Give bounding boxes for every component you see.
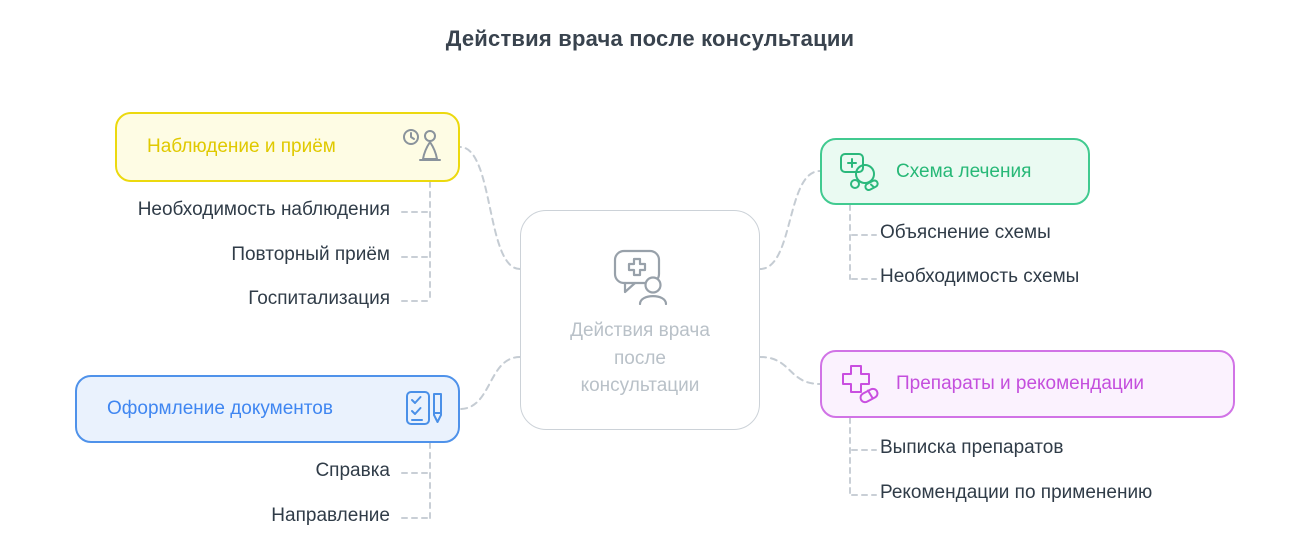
branch-treatment-label: Схема лечения	[896, 160, 1032, 182]
central-node[interactable]: Действия врача после консультации	[520, 210, 760, 430]
connector-center-medications	[759, 356, 821, 385]
checklist-pen-icon	[404, 389, 446, 429]
branch-documents-label: Оформление документов	[107, 398, 333, 419]
medical-cross-pill-icon	[838, 363, 882, 405]
child-hospitalization[interactable]: Госпитализация	[248, 288, 390, 309]
child-prescription-issue[interactable]: Выписка препаратов	[880, 437, 1064, 458]
branch-observation-label: Наблюдение и приём	[147, 136, 336, 157]
branch-observation[interactable]: Наблюдение и приём	[115, 112, 460, 182]
child-observation-need[interactable]: Необходимость наблюдения	[137, 199, 390, 220]
connector-center-treatment	[759, 170, 821, 270]
central-node-label: Действия врача после консультации	[570, 320, 710, 397]
clock-person-icon	[400, 127, 446, 167]
child-usage-recommendations[interactable]: Рекомендации по применению	[880, 482, 1153, 503]
connector-center-documents	[459, 356, 521, 410]
child-referral[interactable]: Направление	[271, 505, 390, 526]
branch-documents[interactable]: Оформление документов	[75, 375, 460, 443]
child-scheme-explanation[interactable]: Объяснение схемы	[880, 222, 1051, 243]
child-scheme-need[interactable]: Необходимость схемы	[880, 266, 1080, 287]
diagram-title: Действия врача после консультации	[445, 26, 855, 51]
branch-medications[interactable]: Препараты и рекомендации	[820, 350, 1235, 418]
branch-treatment[interactable]: Схема лечения	[820, 138, 1090, 205]
child-repeat-appointment[interactable]: Повторный приём	[231, 244, 390, 265]
connector-center-observation	[459, 146, 521, 270]
branch-medications-label: Препараты и рекомендации	[896, 373, 1145, 394]
chat-medical-person-icon	[609, 247, 671, 305]
prescription-pills-icon	[838, 151, 882, 193]
child-certificate[interactable]: Справка	[315, 460, 390, 481]
